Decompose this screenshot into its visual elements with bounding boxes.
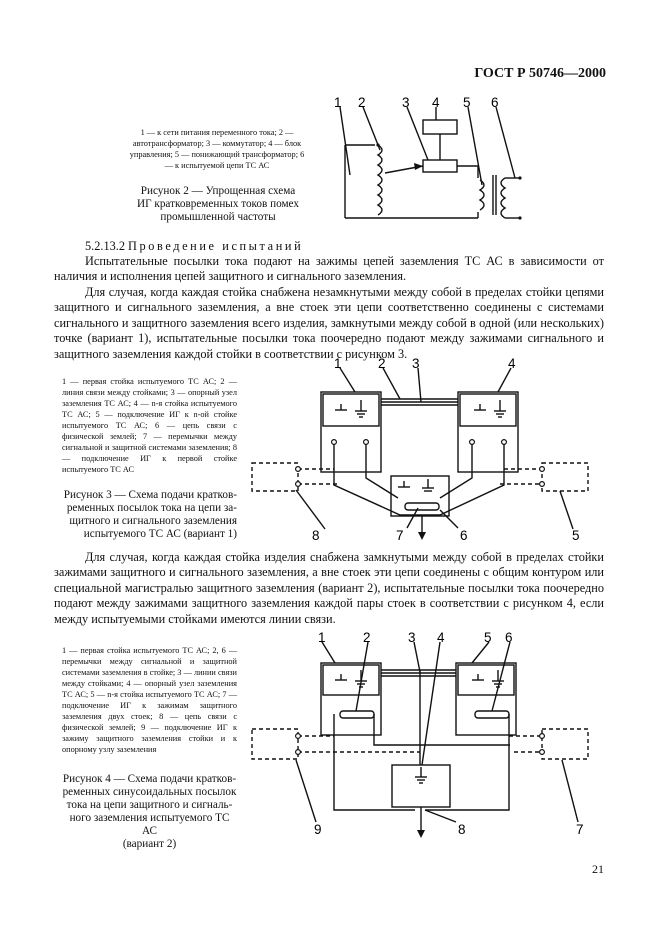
figure3-label-5: 5: [572, 528, 580, 543]
paragraph-1: Испытательные посылки тока подают на заж…: [54, 254, 604, 284]
figure4-caption-line: ременных синусоидальных посылок: [62, 786, 237, 798]
figure3-caption: Рисунок 3 — Схема подачи кратков- ременн…: [62, 489, 237, 541]
figure2-diagram: 1 2 3 4 5 6: [334, 95, 522, 220]
figure3-label-6: 6: [460, 528, 468, 543]
figure4-label-3: 3: [408, 630, 416, 645]
figure2-label-1: 1: [334, 95, 342, 110]
figure2-label-5: 5: [463, 95, 471, 110]
figure4-label-8: 8: [458, 822, 466, 837]
figure2-caption-line: ИГ кратковременных токов помех: [137, 198, 299, 210]
page-number: 21: [592, 862, 604, 876]
figure4-label-6: 6: [505, 630, 513, 645]
figure3-caption-line: Рисунок 3 — Схема подачи кратков-: [63, 489, 237, 501]
figure4-caption-line: Рисунок 4 — Схема подачи кратков-: [62, 773, 237, 785]
figure3-label-8: 8: [312, 528, 320, 543]
figure3-label-1: 1: [334, 356, 342, 371]
figure4-caption-line: ного заземления испытуемого ТС АС: [69, 812, 230, 837]
figure3-diagram: 1 2 3 4 8 7 6 5: [251, 356, 589, 543]
figure3-label-7: 7: [396, 528, 404, 543]
figure4-label-2: 2: [363, 630, 371, 645]
figure3-label-4: 4: [508, 356, 516, 371]
figure3-caption-line: испытуемого ТС АС (вариант 1): [83, 528, 237, 540]
paragraph-2: Для случая, когда каждая стойка снабжена…: [54, 285, 604, 361]
figure4-label-1: 1: [318, 630, 326, 645]
figure2-caption-line: промышленной частоты: [160, 211, 276, 223]
figure4-label-9: 9: [314, 822, 322, 837]
figure2-label-6: 6: [491, 95, 499, 110]
section-title: Проведение испытаний: [128, 239, 304, 253]
figure3-caption-line: щитного и сигнального заземления: [69, 515, 237, 527]
figure3-label-2: 2: [378, 356, 386, 371]
figure4-legend: 1 — первая стойка испытуемого ТС АС; 2, …: [62, 646, 237, 754]
figure2-label-2: 2: [358, 95, 366, 110]
figure3-label-3: 3: [412, 356, 420, 371]
figure3-legend: 1 — первая стойка испытуемого ТС АС; 2 —…: [62, 377, 237, 474]
figure4-caption-line: тока на цепи защитного и сигналь-: [66, 799, 233, 811]
figure2-caption: Рисунок 2 — Упрощенная схема ИГ кратковр…: [118, 185, 318, 224]
figure4-caption: Рисунок 4 — Схема подачи кратков- ременн…: [62, 773, 237, 851]
figure4-label-5: 5: [484, 630, 492, 645]
figure3-caption-line: ременных посылок тока на цепи за-: [66, 502, 237, 514]
section-number: 5.2.13.2: [85, 239, 125, 253]
figure2-label-3: 3: [402, 95, 410, 110]
figure4-caption-line: (вариант 2): [122, 838, 177, 850]
figure4-label-4: 4: [437, 630, 445, 645]
paragraph-3: Для случая, когда каждая стойка изделия …: [54, 550, 604, 626]
figure4-diagram: 1 2 3 4 5 6 9 8 7: [251, 630, 589, 838]
figure4-label-7: 7: [576, 822, 584, 837]
document-header: ГОСТ Р 50746—2000: [474, 66, 606, 81]
figure2-caption-line: Рисунок 2 — Упрощенная схема: [140, 185, 296, 197]
figure2-legend: 1 — к сети питания переменного тока; 2 —…: [129, 128, 305, 170]
section-heading: 5.2.13.2 Проведение испытаний: [85, 239, 303, 254]
figure2-label-4: 4: [432, 95, 440, 110]
